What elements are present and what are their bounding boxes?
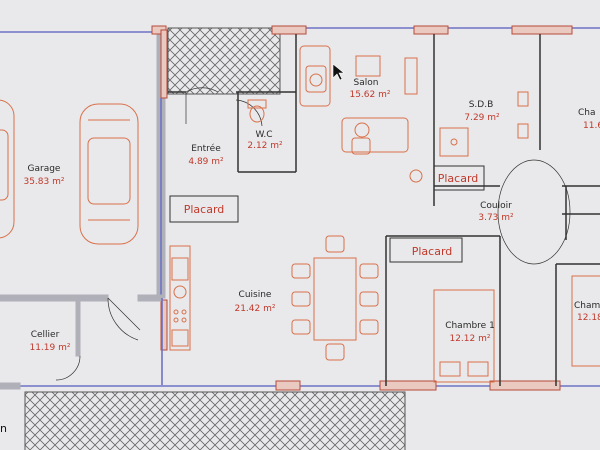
- placard-entree-label: Placard: [184, 203, 225, 216]
- bed-chambre-1: [433, 289, 495, 383]
- room-wc-name: W.C: [255, 130, 272, 140]
- room-salon-area: 15.62 m²: [349, 90, 390, 100]
- armchair-top: [299, 45, 331, 107]
- room-chambre-top-area: 11.6: [583, 121, 600, 131]
- toilet: [247, 99, 267, 123]
- shower: [439, 127, 469, 157]
- room-wc-area: 2.12 m²: [247, 141, 283, 151]
- room-chambre-top-name: Cha: [578, 108, 596, 118]
- side-cabinet: [404, 57, 418, 95]
- kitchen-counter: [169, 245, 191, 351]
- room-sdb-area: 7.29 m²: [464, 113, 500, 123]
- terrace-top: [167, 27, 281, 95]
- room-chambre-right-name: Cham: [574, 301, 600, 311]
- tv-unit: [355, 55, 381, 77]
- bed-chambre-right: [571, 275, 600, 367]
- car-left: [0, 99, 15, 239]
- room-sdb-name: S.D.B: [469, 100, 494, 110]
- room-cellier-area: 11.19 m²: [29, 343, 70, 353]
- room-chambre-1-name: Chambre 1: [445, 321, 495, 331]
- room-chambre-right-area: 12.18: [577, 313, 600, 323]
- room-entree-area: 4.89 m²: [188, 157, 224, 167]
- room-cuisine-area: 21.42 m²: [234, 304, 275, 314]
- room-salon-name: Salon: [354, 78, 379, 88]
- car-right: [79, 103, 139, 245]
- sinks: [517, 91, 529, 139]
- walls: [0, 25, 600, 391]
- sdb-drain: [409, 169, 423, 183]
- room-chambre-1-area: 12.12 m²: [449, 334, 490, 344]
- mouse-cursor-icon: [332, 63, 345, 81]
- sofa: [341, 117, 409, 155]
- room-garage-name: Garage: [28, 164, 61, 174]
- room-garage-area: 35.83 m²: [23, 177, 64, 187]
- room-couloir-name: Couloir: [480, 201, 512, 211]
- doors: [55, 87, 571, 381]
- placard-chambre-1-label: Placard: [412, 245, 453, 258]
- room-cuisine-name: Cuisine: [239, 290, 272, 300]
- placard-sdb-label: Placard: [438, 172, 479, 185]
- dining-table: [291, 235, 379, 361]
- edge-text: n: [0, 422, 7, 435]
- terrace-bottom: [24, 391, 406, 450]
- room-couloir-area: 3.73 m²: [478, 213, 514, 223]
- room-entree-name: Entrée: [191, 143, 221, 154]
- room-cellier-name: Cellier: [31, 330, 60, 340]
